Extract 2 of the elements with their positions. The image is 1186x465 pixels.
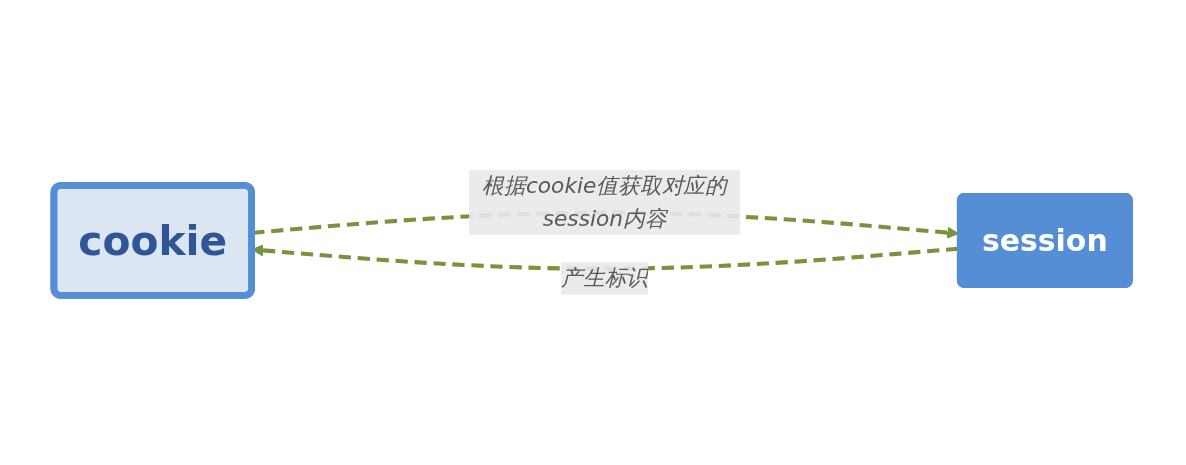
edge-label: 根据cookie值获取对应的session内容 — [482, 172, 727, 231]
edge-label: 产生标识 — [561, 264, 649, 291]
